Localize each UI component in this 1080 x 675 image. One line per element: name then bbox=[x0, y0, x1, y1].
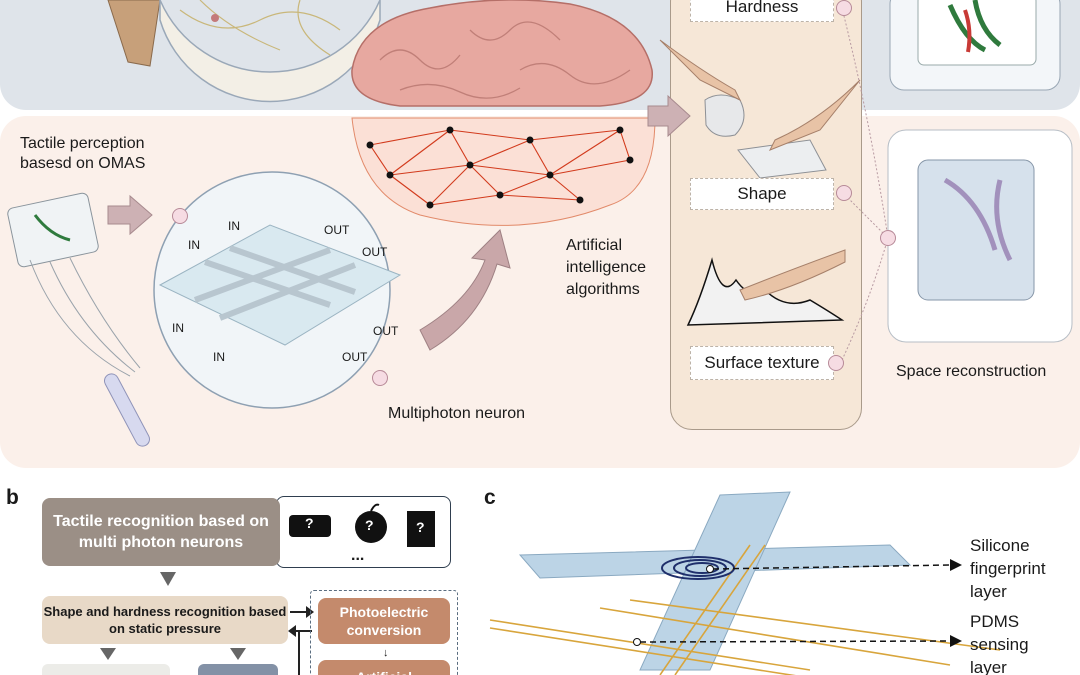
tactile-perception-title: Tactile perception basesd on OMAS bbox=[20, 135, 146, 172]
sensor-fibers bbox=[29, 257, 141, 377]
tile-glyph-green bbox=[947, 0, 1002, 53]
io-label: OUT bbox=[324, 223, 350, 237]
panel-letter-b: b bbox=[6, 486, 19, 509]
ai-algorithms-label: Artificial intelligence algorithms bbox=[566, 237, 647, 298]
flow-main-box: Tactile recognition based on multi photo… bbox=[42, 498, 280, 566]
hardness-box: Hardness bbox=[690, 0, 834, 22]
sensor-glyph bbox=[33, 214, 71, 242]
hand-illustration-2 bbox=[768, 79, 861, 151]
io-label: IN bbox=[228, 219, 240, 233]
surface-texture-box: Surface texture bbox=[690, 346, 834, 380]
pdms-sensing-layer-label: PDMS sensing layer bbox=[970, 612, 1029, 675]
io-label: IN bbox=[213, 350, 225, 364]
connector-dot bbox=[880, 230, 896, 246]
pill-object-icon bbox=[289, 515, 331, 537]
arrow-to-neuron bbox=[107, 194, 153, 236]
connector-dot bbox=[372, 370, 388, 386]
brain-illustration bbox=[351, 0, 653, 107]
io-label: OUT bbox=[373, 324, 399, 338]
flow-step-box: Shape and hardness recognition based on … bbox=[42, 596, 288, 644]
question-mark-1: ? bbox=[305, 515, 314, 531]
object-icons-box: ? ? ? ... bbox=[276, 496, 451, 568]
reconstructed-glyph bbox=[943, 177, 1013, 262]
sensor-strip-vertical bbox=[639, 491, 791, 671]
question-mark-2: ? bbox=[365, 517, 374, 533]
neuron-circle bbox=[159, 0, 381, 103]
arm-illustration bbox=[107, 0, 161, 67]
mahjong-tile-sensor bbox=[7, 192, 99, 268]
feedback-line bbox=[298, 630, 300, 675]
fiber-connector bbox=[104, 373, 150, 447]
photoelectric-conversion-box: Photoelectric conversion bbox=[318, 598, 450, 644]
shape-box: Shape bbox=[690, 178, 834, 210]
io-label: IN bbox=[172, 321, 184, 335]
ai-mesh-lines bbox=[369, 129, 631, 206]
panel-letter-c: c bbox=[484, 486, 496, 509]
mahjong-tile-top bbox=[917, 0, 1037, 66]
io-label: OUT bbox=[342, 350, 368, 364]
down-arrow bbox=[230, 648, 246, 660]
apple-object-icon bbox=[355, 511, 387, 543]
artificial-box: Artificial bbox=[318, 660, 450, 675]
small-down-arrow: ↓ bbox=[383, 647, 389, 659]
reconstructed-tile bbox=[917, 159, 1035, 301]
reconstruction-connectors bbox=[841, 7, 889, 361]
connector-dot bbox=[828, 355, 844, 371]
crumpled-paper bbox=[704, 94, 745, 137]
io-label: OUT bbox=[362, 245, 388, 259]
connector-dot bbox=[836, 185, 852, 201]
neuron-nucleus bbox=[211, 14, 219, 22]
arrow-right-line bbox=[290, 611, 312, 613]
space-reconstruction-label: Space reconstruction bbox=[896, 363, 1047, 380]
ai-mesh-region bbox=[351, 117, 656, 226]
down-arrow bbox=[100, 648, 116, 660]
ai-mesh-nodes bbox=[366, 126, 634, 209]
pointer-head bbox=[950, 635, 962, 647]
down-arrow bbox=[160, 572, 176, 586]
finger-illustration bbox=[739, 249, 846, 301]
question-mark-3: ? bbox=[416, 519, 425, 535]
waveguide-grid bbox=[158, 224, 402, 346]
silicone-fingerprint-layer-label: Silicone fingerprint layer bbox=[970, 536, 1046, 601]
arrow-to-properties bbox=[647, 94, 691, 138]
connector-dot bbox=[836, 0, 852, 16]
pointer-line bbox=[639, 640, 951, 643]
optical-fibers bbox=[489, 544, 1001, 675]
sensor-stack-illustration bbox=[489, 491, 1001, 675]
arrow-left-head bbox=[288, 625, 296, 637]
neuron-dendrites bbox=[179, 0, 341, 56]
pointer-origin bbox=[633, 638, 641, 646]
processing-group bbox=[310, 590, 458, 675]
multiphoton-neuron-label: Multiphoton neuron bbox=[388, 405, 525, 422]
tile-glyph-red bbox=[963, 9, 972, 53]
pointer-origin bbox=[706, 565, 714, 573]
flow-substep-box bbox=[198, 664, 278, 675]
box-object-icon bbox=[407, 511, 435, 547]
arrow-left-line bbox=[290, 630, 312, 632]
flow-substep-box bbox=[42, 664, 170, 675]
pointer-head bbox=[950, 559, 962, 571]
illustration-layer bbox=[7, 0, 1073, 447]
hand-illustration bbox=[659, 39, 742, 102]
ellipsis: ... bbox=[351, 547, 365, 564]
connector-dot bbox=[172, 208, 188, 224]
curved-arrow bbox=[419, 229, 511, 351]
object-icons bbox=[289, 503, 435, 547]
brain-folds bbox=[379, 21, 631, 99]
io-label: IN bbox=[188, 238, 200, 252]
